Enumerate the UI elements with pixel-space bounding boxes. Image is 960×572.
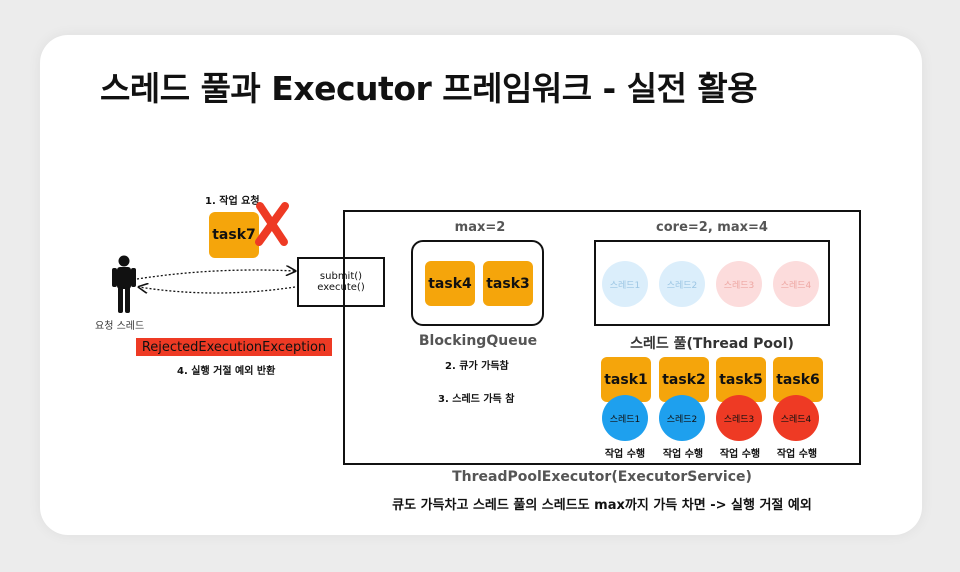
worker-thread-circle: 스레드3 — [716, 395, 762, 441]
step2-label: 2. 큐가 가득참 — [445, 361, 509, 372]
idle-thread-circle: 스레드1 — [602, 261, 648, 307]
step3-label: 3. 스레드 가득 참 — [438, 394, 515, 405]
page-title: 스레드 풀과 Executor 프레임워크 - 실전 활용 — [100, 69, 758, 108]
submit-box: submit() execute() — [297, 257, 385, 307]
submit-method: submit() — [319, 271, 363, 282]
worker-task: task5 — [716, 357, 766, 402]
idle-thread-circle: 스레드2 — [659, 261, 705, 307]
worker-task: task6 — [773, 357, 823, 402]
exception-badge: RejectedExecutionException — [136, 338, 332, 356]
person-icon — [112, 255, 136, 313]
idle-thread-circle: 스레드3 — [716, 261, 762, 307]
pool-name: 스레드 풀(Thread Pool) — [630, 336, 794, 352]
reject-x-icon — [255, 202, 289, 246]
worker-task: task1 — [601, 357, 651, 402]
executor-label: ThreadPoolExecutor(ExecutorService) — [452, 469, 752, 485]
executor-box — [343, 210, 861, 465]
client-label: 요청 스레드 — [95, 321, 145, 332]
worker-action: 작업 수행 — [662, 449, 704, 460]
worker-thread-circle: 스레드1 — [602, 395, 648, 441]
request-arrows — [136, 255, 305, 294]
worker-thread-circle: 스레드4 — [773, 395, 819, 441]
worker-action: 작업 수행 — [604, 449, 646, 460]
queue-task: task3 — [483, 261, 533, 306]
pool-size-label: core=2, max=4 — [656, 220, 768, 235]
queue-name: BlockingQueue — [418, 333, 538, 349]
worker-thread-circle: 스레드2 — [659, 395, 705, 441]
step1-label: 1. 작업 요청 — [205, 196, 260, 207]
thread-pool-box — [594, 240, 830, 326]
worker-task: task2 — [659, 357, 709, 402]
footer-note: 큐도 가득차고 스레드 풀의 스레드도 max까지 가득 차면 -> 실행 거절… — [392, 498, 812, 513]
queue-max-label: max=2 — [454, 220, 506, 235]
worker-action: 작업 수행 — [776, 449, 818, 460]
execute-method: execute() — [317, 282, 365, 293]
task7-box: task7 — [209, 212, 259, 258]
queue-task: task4 — [425, 261, 475, 306]
step4-label: 4. 실행 거절 예외 반환 — [177, 366, 276, 377]
worker-action: 작업 수행 — [719, 449, 761, 460]
queue-box — [411, 240, 544, 326]
idle-thread-circle: 스레드4 — [773, 261, 819, 307]
